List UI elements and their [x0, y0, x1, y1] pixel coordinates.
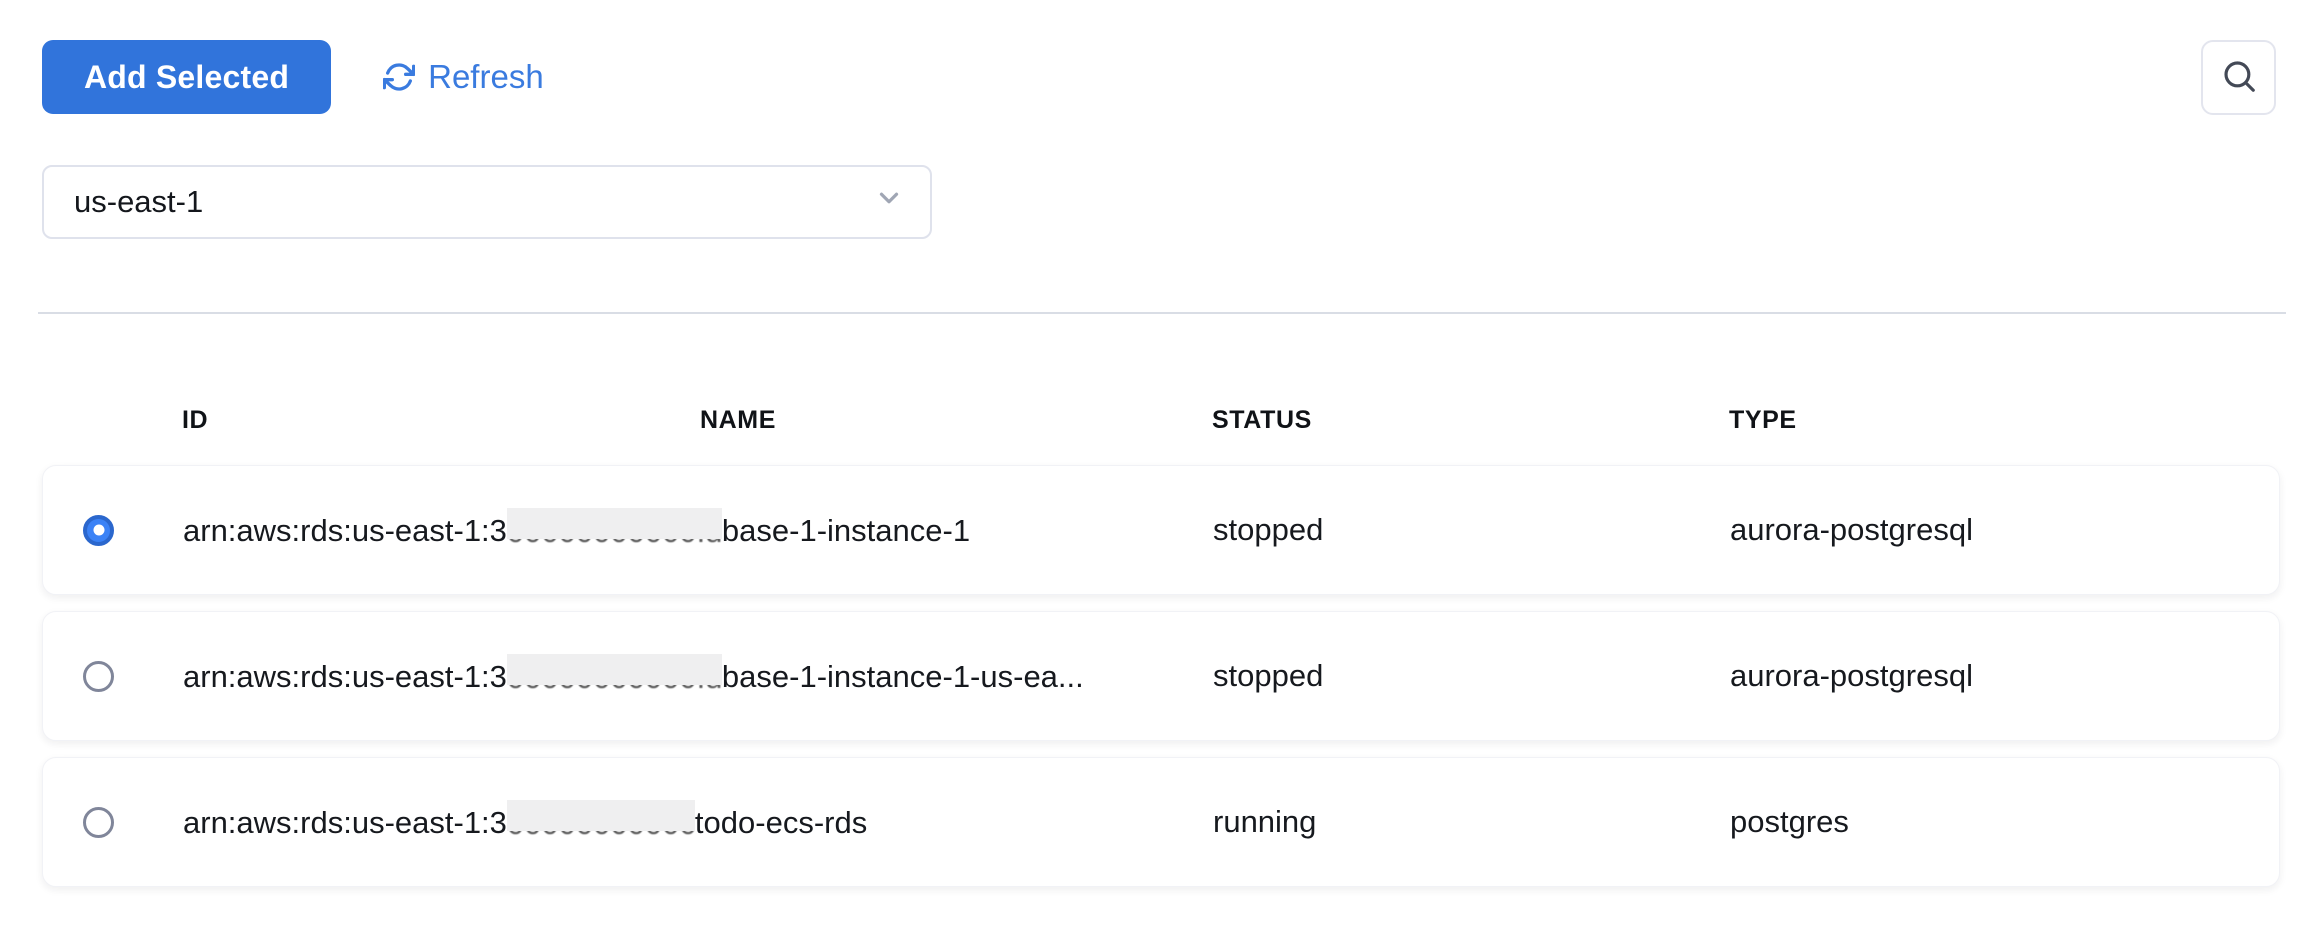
row-radio-button[interactable]: [83, 806, 114, 838]
search-button[interactable]: [2201, 40, 2276, 115]
search-icon: [2220, 57, 2258, 98]
refresh-label: Refresh: [428, 58, 544, 95]
instance-id: arn:aws:rds:us-east-1:300000000000:db:da…: [183, 654, 1213, 698]
table-row[interactable]: arn:aws:rds:us-east-1:300000000000:db:to…: [42, 757, 2280, 887]
instance-status: running: [1213, 804, 1317, 839]
instance-type: postgres: [1730, 804, 1849, 839]
redacted-ghost-text: 00000000000:db:: [506, 806, 695, 841]
table-row[interactable]: arn:aws:rds:us-east-1:300000000000:db:da…: [42, 465, 2280, 595]
section-divider: [38, 312, 2286, 314]
redacted-ghost-text: 00000000000:db:data: [506, 514, 722, 549]
id-suffix: base-1-instance-1-us-ea...: [721, 659, 1084, 694]
header-spacer: [42, 406, 182, 435]
instance-status: stopped: [1213, 512, 1324, 547]
row-radio-button[interactable]: [83, 514, 114, 546]
row-radio-button[interactable]: [83, 660, 114, 692]
instance-status: stopped: [1213, 658, 1324, 693]
region-select-value: us-east-1: [74, 184, 204, 219]
region-select[interactable]: us-east-1: [42, 165, 932, 239]
redacted-blur: 00000000000:db:data: [506, 508, 722, 552]
redacted-ghost-text: 00000000000:db:data: [506, 660, 722, 695]
instances-table: ID NAME STATUS TYPE arn:aws:rds:us-east-…: [42, 406, 2280, 903]
toolbar: Add Selected Refresh: [42, 40, 544, 114]
column-header-status: STATUS: [1212, 406, 1312, 434]
id-suffix: base-1-instance-1: [721, 513, 971, 548]
radio-cell: [43, 806, 183, 838]
add-selected-button[interactable]: Add Selected: [42, 40, 332, 114]
instance-id: arn:aws:rds:us-east-1:300000000000:db:da…: [183, 508, 1213, 552]
instance-type: aurora-postgresql: [1730, 658, 1973, 693]
refresh-icon: [383, 61, 416, 93]
refresh-button[interactable]: Refresh: [383, 58, 544, 96]
instance-id: arn:aws:rds:us-east-1:300000000000:db:to…: [183, 800, 1213, 844]
chevron-down-icon: [874, 183, 904, 221]
id-suffix: todo-ecs-rds: [694, 805, 868, 840]
column-header-type: TYPE: [1729, 406, 1797, 434]
id-prefix: arn:aws:rds:us-east-1:3: [183, 513, 507, 548]
radio-cell: [43, 514, 183, 546]
table-row[interactable]: arn:aws:rds:us-east-1:300000000000:db:da…: [42, 611, 2280, 741]
column-header-name: NAME: [700, 406, 777, 434]
redacted-blur: 00000000000:db:: [506, 800, 695, 844]
table-header-row: ID NAME STATUS TYPE: [42, 406, 2280, 435]
radio-cell: [43, 660, 183, 692]
column-header-id: ID: [182, 406, 209, 434]
redacted-blur: 00000000000:db:data: [506, 654, 722, 698]
id-prefix: arn:aws:rds:us-east-1:3: [183, 659, 507, 694]
instance-type: aurora-postgresql: [1730, 512, 1973, 547]
id-prefix: arn:aws:rds:us-east-1:3: [183, 805, 507, 840]
